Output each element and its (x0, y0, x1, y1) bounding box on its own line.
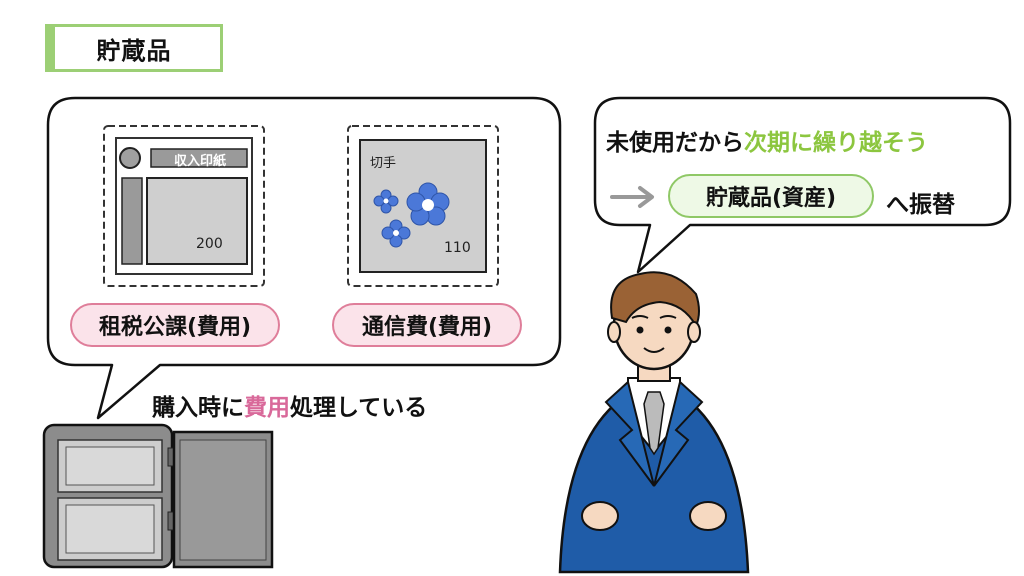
businessman-illustration (558, 271, 750, 574)
right-line2-suffix: へ振替 (886, 192, 955, 218)
left-caption-part2: 処理している (290, 395, 428, 421)
revenue-stamp-graphic (103, 125, 265, 287)
tag-revenue-expense: 租税公課(費用) (70, 303, 280, 347)
revenue-stamp-header: 収入印紙 (173, 154, 226, 169)
left-caption-part1: 購入時に (152, 395, 244, 421)
right-line1-part1: 未使用だから (606, 130, 744, 156)
tag-postage-expense: 通信費(費用) (332, 303, 522, 347)
left-caption-highlight: 費用 (244, 395, 290, 421)
right-bubble-line1: 未使用だから次期に繰り越そう (606, 123, 928, 157)
postage-stamp-value: 110 (444, 240, 471, 256)
safe-graphic (42, 423, 274, 569)
page-title: 貯蔵品 (45, 24, 223, 72)
left-caption: 購入時に費用処理している (152, 388, 427, 422)
arrow-right-icon (610, 186, 654, 208)
revenue-stamp-value: 200 (196, 236, 223, 252)
tag-inventory-asset: 貯蔵品(資産) (668, 174, 874, 218)
right-line1-highlight: 次期に繰り越そう (744, 130, 928, 156)
postage-stamp-graphic (347, 125, 499, 287)
postage-stamp-header: 切手 (370, 156, 397, 171)
